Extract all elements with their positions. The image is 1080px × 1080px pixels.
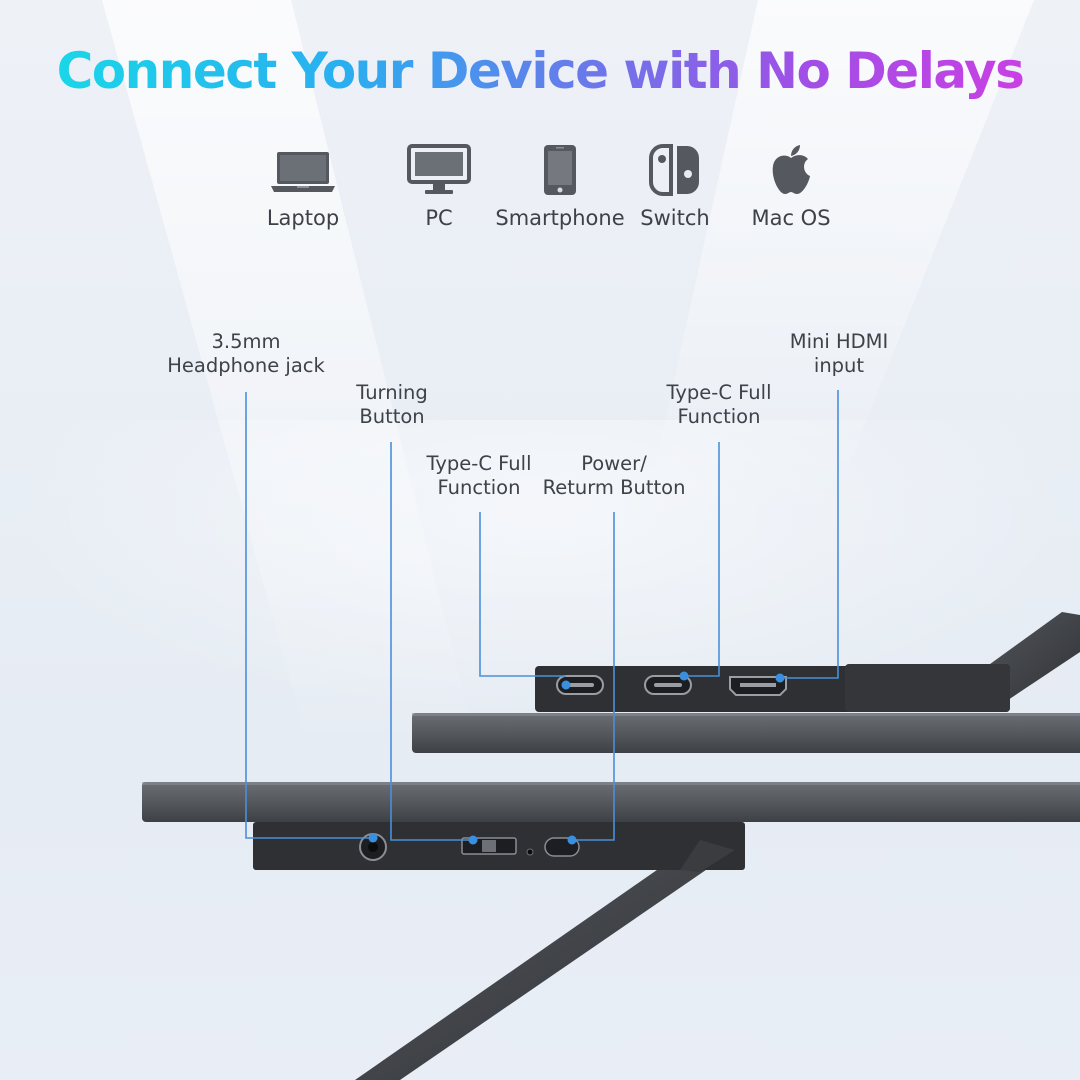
device-label: Switch bbox=[640, 206, 710, 230]
callout-mini-hdmi: Mini HDMI input bbox=[789, 330, 889, 377]
apple-logo-icon bbox=[772, 145, 810, 194]
device-macos: Mac OS bbox=[721, 140, 861, 230]
callout-typec-left: Type-C Full Function bbox=[426, 452, 532, 499]
callout-typec-right: Type-C Full Function bbox=[666, 381, 772, 428]
device-smartphone: Smartphone bbox=[490, 140, 630, 230]
lower-monitor-panel bbox=[142, 782, 1080, 822]
callout-turning-button: Turning Button bbox=[356, 381, 428, 428]
callout-dots bbox=[368, 671, 785, 845]
device-label: Mac OS bbox=[751, 206, 831, 230]
callout-power-button: Power/ Returm Button bbox=[542, 452, 686, 499]
upper-monitor-panel bbox=[412, 713, 1080, 753]
device-label: Smartphone bbox=[495, 206, 625, 230]
device-compatibility-row: Laptop PC Smartphone bbox=[0, 140, 1080, 240]
laptop-icon bbox=[271, 152, 335, 192]
smartphone-icon bbox=[544, 145, 576, 195]
device-switch: Switch bbox=[605, 140, 745, 230]
device-label: PC bbox=[425, 206, 453, 230]
kickstand-lower bbox=[355, 840, 735, 1080]
callout-headphone-jack: 3.5mm Headphone jack bbox=[167, 330, 325, 377]
headline: Connect Your Device with No Delays bbox=[56, 42, 1025, 100]
monitor-icon bbox=[407, 144, 471, 194]
callout-lines bbox=[245, 390, 839, 841]
device-pc: PC bbox=[369, 140, 509, 230]
device-laptop: Laptop bbox=[233, 140, 373, 230]
device-label: Laptop bbox=[266, 206, 340, 230]
game-console-icon bbox=[649, 144, 699, 196]
